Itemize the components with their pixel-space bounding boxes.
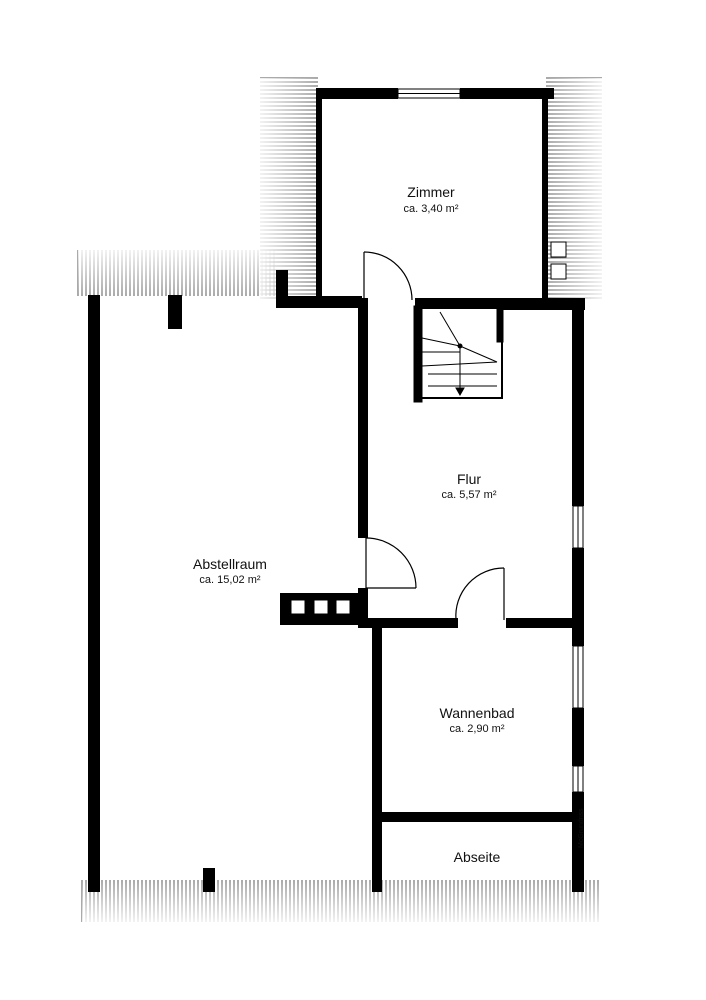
hatch-fade — [82, 880, 602, 922]
wall-junction — [282, 296, 362, 308]
hatch-fade — [78, 250, 278, 296]
flur-left-wall — [358, 298, 368, 538]
zimmer-area: ca. 3,40 m² — [403, 203, 458, 215]
abstellraum-left-wall — [88, 295, 100, 892]
windows — [397, 88, 584, 793]
roof-slope-hatching — [77, 77, 602, 922]
wannenbad-name: Wannenbad — [440, 705, 515, 721]
abstellraum-bottom-stub — [203, 868, 215, 892]
staircase — [413, 305, 504, 403]
flur-area: ca. 5,57 m² — [441, 489, 496, 501]
right-outer-wall — [572, 548, 584, 646]
wannenbad-left-wall — [372, 618, 382, 892]
zimmer-left-wall — [316, 88, 322, 308]
walls — [88, 88, 585, 892]
right-outer-wall — [572, 298, 584, 506]
zimmer-flues — [550, 241, 567, 280]
flur-name: Flur — [457, 471, 481, 487]
abstellraum-area: ca. 15,02 m² — [199, 574, 260, 586]
abseite-top-wall — [378, 812, 578, 822]
flur-bottom-wall — [506, 618, 582, 628]
doors — [363, 251, 505, 621]
zimmer-top-wall — [318, 88, 398, 99]
wall-junction — [276, 270, 288, 308]
chimney-flues — [290, 599, 351, 615]
abstellraum-top-stub — [168, 295, 182, 329]
hatch-fade — [260, 78, 318, 302]
credit-label: McGrundriss — [578, 808, 585, 848]
abstellraum-name: Abstellraum — [193, 556, 267, 572]
wannenbad-area: ca. 2,90 m² — [449, 723, 504, 735]
zimmer-name: Zimmer — [407, 184, 455, 200]
right-outer-wall — [572, 708, 584, 766]
flur-bottom-wall — [366, 618, 458, 628]
zimmer-top-wall — [460, 88, 554, 99]
zimmer-right-wall — [542, 88, 548, 298]
abseite-name: Abseite — [454, 849, 501, 865]
